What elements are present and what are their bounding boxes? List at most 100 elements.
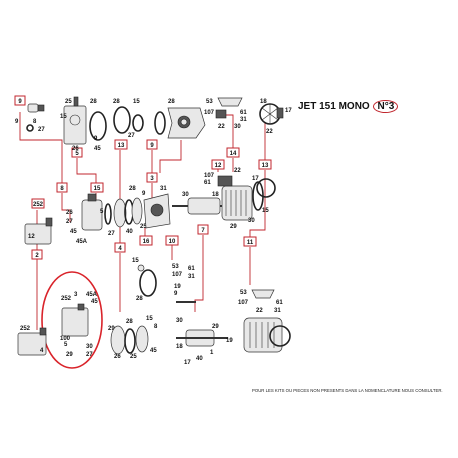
svg-text:27: 27 xyxy=(38,127,45,133)
box-12: 12 xyxy=(211,159,225,170)
svg-text:107: 107 xyxy=(172,272,183,278)
svg-text:61: 61 xyxy=(188,266,195,272)
svg-text:9: 9 xyxy=(142,191,146,197)
svg-text:61: 61 xyxy=(240,110,247,116)
box-14: 14 xyxy=(226,147,240,158)
svg-text:13: 13 xyxy=(262,163,269,169)
box-11: 11 xyxy=(243,236,257,247)
svg-text:15: 15 xyxy=(133,99,140,105)
svg-text:45: 45 xyxy=(91,299,98,305)
svg-text:53: 53 xyxy=(240,290,247,296)
svg-text:5: 5 xyxy=(100,209,104,215)
ring-set-16: 15 28 xyxy=(132,258,157,302)
svg-text:17: 17 xyxy=(184,360,191,366)
svg-text:22: 22 xyxy=(256,308,263,314)
svg-text:19: 19 xyxy=(226,338,233,344)
box-5: 5 xyxy=(71,147,83,158)
svg-text:18: 18 xyxy=(176,344,183,350)
svg-text:30: 30 xyxy=(248,218,255,224)
svg-text:45A: 45A xyxy=(86,292,98,298)
rotor-7: 30 29 18 19 17 40 1 xyxy=(176,318,233,366)
svg-text:26: 26 xyxy=(72,146,79,152)
svg-text:61: 61 xyxy=(276,300,283,306)
svg-text:15: 15 xyxy=(146,316,153,322)
svg-text:5: 5 xyxy=(64,342,68,348)
svg-text:27: 27 xyxy=(66,219,73,225)
svg-text:9: 9 xyxy=(174,291,178,297)
svg-text:45A: 45A xyxy=(76,239,88,245)
svg-text:12: 12 xyxy=(28,234,35,240)
model-name: JET 151 MONO xyxy=(298,101,370,112)
svg-text:8: 8 xyxy=(154,324,158,330)
svg-text:53: 53 xyxy=(172,264,179,270)
svg-text:18: 18 xyxy=(260,99,267,105)
svg-text:25: 25 xyxy=(130,354,137,360)
box-15: 15 xyxy=(90,182,104,193)
svg-text:15: 15 xyxy=(132,258,139,264)
svg-text:45: 45 xyxy=(150,348,157,354)
svg-text:31: 31 xyxy=(188,274,195,280)
box-10: 10 xyxy=(165,235,179,246)
diagram-title: JET 151 MONO N°3 xyxy=(298,100,399,113)
svg-text:45: 45 xyxy=(94,146,101,152)
svg-text:45: 45 xyxy=(70,229,77,235)
svg-text:3: 3 xyxy=(150,176,154,182)
svg-text:14: 14 xyxy=(230,151,237,157)
svg-text:25: 25 xyxy=(65,99,72,105)
box-9b: 9 xyxy=(146,139,158,150)
seal-kit-9: 9 8 27 xyxy=(15,103,45,133)
svg-text:22: 22 xyxy=(234,168,241,174)
svg-text:29: 29 xyxy=(108,326,115,332)
pump-body-5: 25 28 15 26 9 45 xyxy=(60,96,107,152)
svg-text:1: 1 xyxy=(210,350,214,356)
svg-text:27: 27 xyxy=(86,352,93,358)
svg-text:31: 31 xyxy=(274,308,281,314)
svg-text:28: 28 xyxy=(90,99,97,105)
svg-text:4: 4 xyxy=(40,348,44,354)
svg-text:29: 29 xyxy=(212,324,219,330)
box-252: 252 xyxy=(31,198,45,209)
svg-text:9: 9 xyxy=(94,136,98,142)
svg-text:15: 15 xyxy=(60,114,67,120)
svg-text:29: 29 xyxy=(66,352,73,358)
svg-text:30: 30 xyxy=(176,318,183,324)
svg-text:2: 2 xyxy=(35,253,39,259)
svg-text:27: 27 xyxy=(108,231,115,237)
box-9: 9 xyxy=(14,95,26,106)
svg-text:17: 17 xyxy=(252,176,259,182)
svg-text:61: 61 xyxy=(204,180,211,186)
svg-text:15: 15 xyxy=(262,208,269,214)
svg-text:12: 12 xyxy=(215,163,222,169)
svg-text:107: 107 xyxy=(238,300,249,306)
svg-text:252: 252 xyxy=(33,202,44,208)
svg-text:25: 25 xyxy=(140,224,147,230)
box-2: 2 xyxy=(31,249,43,260)
box-7: 7 xyxy=(197,224,209,235)
svg-text:28: 28 xyxy=(136,296,143,302)
svg-text:252: 252 xyxy=(61,296,72,302)
terminal-box-14: 53 107 61 31 22 30 xyxy=(204,97,247,130)
svg-text:27: 27 xyxy=(128,133,135,139)
svg-text:53: 53 xyxy=(206,99,213,105)
svg-text:28: 28 xyxy=(113,99,120,105)
svg-text:16: 16 xyxy=(143,239,150,245)
module-252-bottom: 252 4 xyxy=(17,326,47,356)
svg-text:19: 19 xyxy=(174,284,181,290)
svg-text:15: 15 xyxy=(94,186,101,192)
parts-10: 53 61 107 31 19 9 xyxy=(172,264,196,303)
ring-set-13: 28 15 27 xyxy=(113,99,144,139)
svg-text:28: 28 xyxy=(168,99,175,105)
svg-text:31: 31 xyxy=(160,186,167,192)
svg-text:30: 30 xyxy=(182,192,189,198)
impeller-assembly-4: 29 28 15 8 26 25 45 xyxy=(108,316,158,360)
footnote: POUR LES KITS OU PIECES NON PRESENTS DAN… xyxy=(252,388,443,393)
svg-text:17: 17 xyxy=(285,108,292,114)
svg-text:22: 22 xyxy=(218,124,225,130)
diagram-number: N°3 xyxy=(373,100,399,113)
svg-text:100: 100 xyxy=(60,336,71,342)
svg-text:18: 18 xyxy=(212,192,219,198)
main-assembly: 26 27 45 45A 5 27 40 25 28 9 31 30 18 xyxy=(66,168,276,245)
svg-text:30: 30 xyxy=(234,124,241,130)
